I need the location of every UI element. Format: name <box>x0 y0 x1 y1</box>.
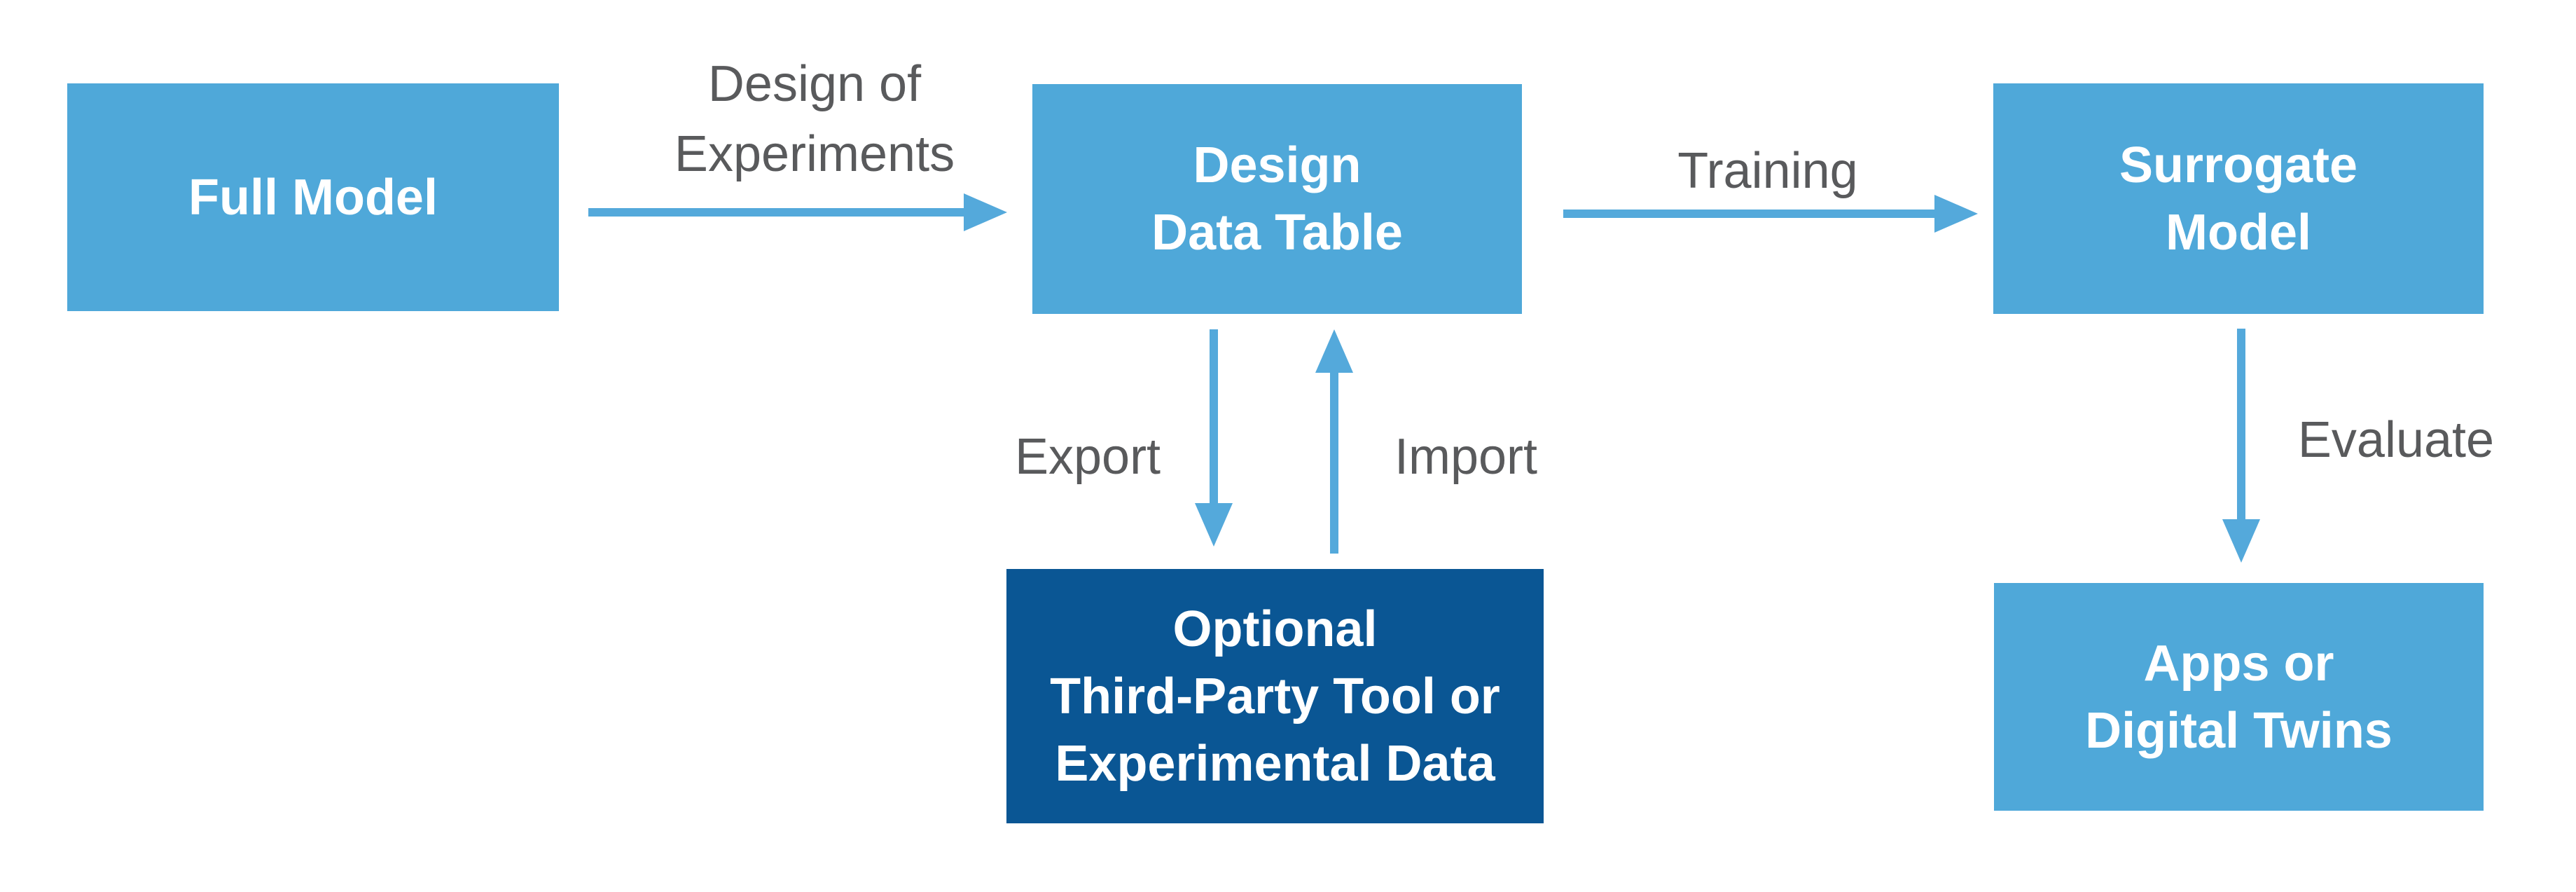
arrow-training-line <box>1563 210 1934 218</box>
node-apps-or-digital-twins: Apps or Digital Twins <box>1994 583 2484 811</box>
edge-label-design-of-experiments: Design of Experiments <box>674 56 955 182</box>
node-surrogate-model: Surrogate Model <box>1993 83 2484 314</box>
node-full-model: Full Model <box>67 83 559 311</box>
node-design-data-table: Design Data Table <box>1032 84 1522 314</box>
arrow-export-head-icon <box>1195 503 1233 547</box>
arrow-export-line <box>1210 329 1218 503</box>
arrow-design-of-experiments-line <box>588 208 964 217</box>
edge-label-evaluate: Evaluate <box>2297 412 2495 468</box>
edge-label-import: Import <box>1394 429 1538 485</box>
edge-label-export: Export <box>1014 429 1161 485</box>
arrow-evaluate-line <box>2237 329 2245 519</box>
arrow-design-of-experiments-head-icon <box>964 193 1007 231</box>
arrow-import-head-icon <box>1315 329 1353 373</box>
arrow-training-head-icon <box>1934 195 1978 233</box>
edge-label-training: Training <box>1677 143 1858 199</box>
arrow-import-line <box>1330 373 1338 554</box>
node-optional-third-party-tool: Optional Third-Party Tool or Experimenta… <box>1006 569 1544 823</box>
arrow-evaluate-head-icon <box>2222 519 2260 563</box>
